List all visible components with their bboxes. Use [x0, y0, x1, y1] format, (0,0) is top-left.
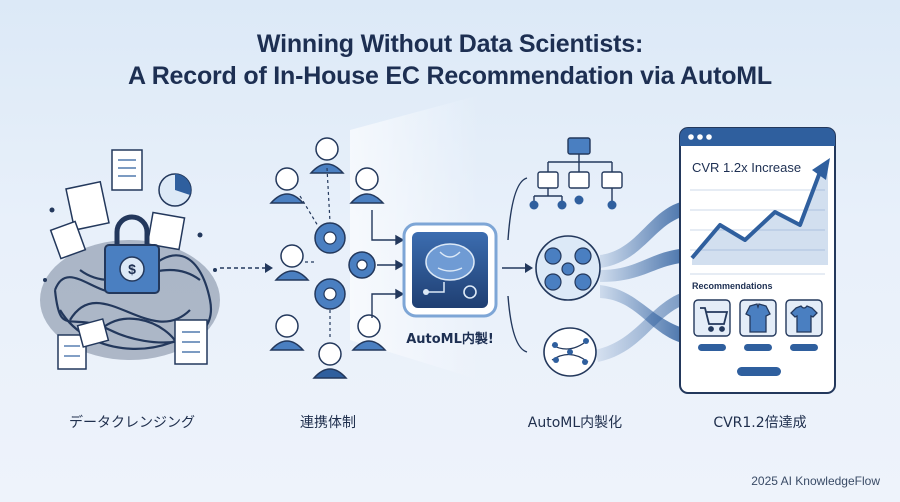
stage-label-collaboration: 連携体制	[300, 415, 356, 431]
recommendations-label: Recommendations	[692, 281, 773, 291]
arrow-2	[371, 210, 405, 318]
automl-caption: AutoML内製!	[406, 332, 494, 347]
flow-ribbons	[595, 200, 690, 362]
shirt-icon	[745, 303, 771, 333]
cvr-headline: CVR 1.2x Increase	[692, 160, 802, 175]
stage-label-data-cleansing: データクレンジング	[69, 415, 195, 431]
data-lock-icon: $	[40, 149, 220, 370]
arrow-1	[220, 263, 273, 273]
model-tree-icon	[529, 137, 623, 377]
arrow-3	[502, 177, 533, 353]
svg-text:$: $	[128, 261, 136, 277]
team-gears-icon	[269, 137, 387, 379]
title-line-1: Winning Without Data Scientists:	[256, 30, 644, 58]
automl-chip	[402, 222, 498, 318]
dashboard-chart-icon	[679, 127, 836, 394]
cart-icon	[700, 307, 729, 332]
stage-label-automl: AutoML内製化	[527, 415, 623, 431]
title-line-2: A Record of In-House EC Recommendation v…	[128, 62, 772, 90]
tshirt-icon	[790, 305, 818, 333]
footer-credit: 2025 AI KnowledgeFlow	[751, 474, 880, 488]
stage-label-cvr: CVR1.2倍達成	[713, 415, 807, 431]
